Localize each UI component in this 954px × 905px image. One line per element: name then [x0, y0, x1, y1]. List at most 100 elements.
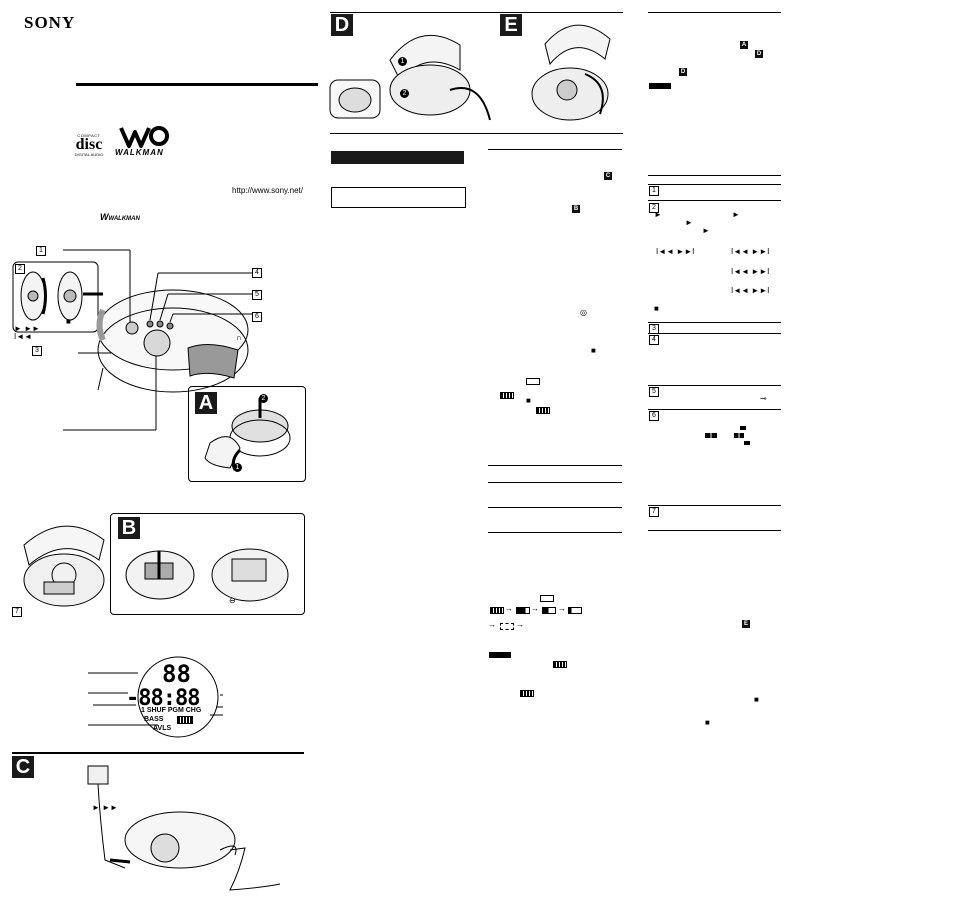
panel-d-top-rule — [330, 12, 623, 13]
arrow-icon-2: → — [531, 604, 539, 613]
battery-2-icon — [542, 607, 556, 614]
battery-icon-1 — [526, 378, 540, 385]
walkman-wordmark: WALKMAN — [115, 148, 164, 157]
battery-icon-4 — [553, 661, 567, 668]
right-callout-5: 5 — [649, 387, 659, 397]
battery-indicator-icon — [177, 716, 193, 724]
right-table-rule-8 — [648, 530, 781, 531]
disc-logo-word: disc — [75, 136, 103, 153]
arrow-icon-5: → — [516, 620, 524, 629]
lcd-indicators: 1 SHUF PGM CHG — [141, 707, 202, 714]
headphone-icon: ∩ — [236, 333, 242, 342]
battery-1-icon — [568, 607, 582, 614]
panel-a-step-2: 2 — [259, 394, 268, 403]
skip-icons-2: I◄◄ ►►I — [731, 247, 770, 256]
mid-col2-rule-3 — [488, 482, 622, 483]
lcd-track: 88 — [162, 660, 191, 688]
lcd-avls: AVLS — [153, 725, 172, 732]
right-callout-4: 4 — [649, 335, 659, 345]
right-callout-6: 6 — [649, 411, 659, 421]
stop-symbol-2: ■ — [526, 396, 531, 405]
battery-empty-icon — [540, 595, 554, 602]
arrow-icon-3: → — [558, 604, 566, 613]
ref-d-badge-1: D — [755, 50, 763, 58]
right-top-rule — [648, 12, 781, 13]
panel-b-box — [110, 513, 305, 615]
callout-4: 4 — [252, 268, 262, 278]
play-next-label: ► ►► — [14, 324, 40, 333]
skip-icons-1: I◄◄ ►►I — [656, 247, 695, 256]
right-callout-1: 1 — [649, 186, 659, 196]
right-table-rule-4 — [648, 333, 781, 334]
prev-label: I◄◄ — [14, 332, 33, 341]
play-icon-1: ► — [654, 210, 662, 219]
panel-c-letter: C — [12, 756, 34, 778]
minus-terminal-icon: ⊖ — [229, 596, 236, 605]
right-callout-2: 2 — [649, 203, 659, 213]
callout-5: 5 — [252, 290, 262, 300]
right-table-rule-5 — [648, 385, 781, 386]
compact-disc-logo: COMPACT disc DIGITAL AUDIO — [73, 133, 105, 159]
panel-a-box — [188, 386, 306, 482]
callout-3: 3 — [32, 346, 42, 356]
play-icon-3: ► — [685, 218, 693, 227]
stop-icon-right: ■ — [654, 304, 659, 313]
stop-symbol-1: ■ — [591, 346, 596, 355]
battery-3-icon — [516, 607, 530, 614]
walkman-w-icon — [119, 126, 169, 148]
panel-e-illustration — [531, 24, 611, 121]
panel-d-step-2: 2 — [400, 89, 409, 98]
level-icon-2 — [734, 433, 744, 438]
ref-b-badge: B — [572, 205, 580, 213]
lcd-display-outline — [88, 656, 223, 738]
title-rule — [76, 83, 318, 86]
mid-col2-rule-1 — [488, 149, 622, 150]
right-callout-7: 7 — [649, 507, 659, 517]
lcd-bass: BASS — [144, 716, 164, 723]
arrow-icon-1: → — [505, 604, 513, 613]
panel-d-letter: D — [331, 14, 353, 36]
panel-c-rule — [12, 752, 304, 754]
battery-icon-3 — [536, 407, 550, 414]
panel-a-illustration — [204, 398, 291, 471]
ref-a-badge: A — [740, 41, 748, 49]
small-walkman-logo: WWALKMAN — [100, 212, 140, 222]
panel-a-letter: A — [195, 392, 217, 414]
mid-col2-rule-2 — [488, 465, 622, 466]
skip-icons-3: I◄◄ ►►I — [731, 267, 770, 276]
panel-b-letter: B — [118, 517, 140, 539]
disc-logo-bottom: DIGITAL AUDIO — [74, 152, 104, 157]
sony-logo: SONY — [24, 13, 76, 32]
open-player-illustration — [23, 525, 105, 607]
ref-d-badge-2: D — [679, 68, 687, 76]
middle-divider-rule — [330, 133, 623, 134]
battery-flash-icon — [500, 623, 514, 630]
callout-7: 7 — [12, 607, 22, 617]
ref-e-badge: E — [742, 620, 750, 628]
level-icon-1 — [705, 433, 717, 438]
callout-1: 1 — [36, 246, 46, 256]
panel-a-step-1: 1 — [233, 463, 242, 472]
arrow-icon-4: → — [488, 620, 496, 629]
disc-symbol-icon: ◎ — [580, 308, 587, 317]
panel-c-illustration — [87, 765, 281, 891]
right-table-rule-7 — [648, 505, 781, 506]
battery-icon-5 — [520, 690, 534, 697]
panel-d-step-1: 1 — [398, 57, 407, 66]
section-heading-bar — [331, 151, 464, 164]
sony-url[interactable]: http://www.sony.net/ — [232, 186, 303, 195]
section-info-box — [331, 187, 466, 208]
right-table-rule-top — [648, 175, 781, 176]
panel-e-letter: E — [500, 14, 522, 36]
note-tag-2 — [649, 83, 671, 89]
right-table-rule-2 — [648, 200, 781, 201]
right-table-rule-1 — [648, 184, 781, 185]
mid-col2-rule-5 — [488, 532, 622, 533]
right-table-rule-3 — [648, 322, 781, 323]
stop-icon-right-2: ■ — [754, 695, 759, 704]
level-icon-3 — [740, 426, 746, 430]
panel-d-illustration — [329, 34, 491, 121]
play-icon-4: ► — [702, 226, 710, 235]
stop-label: ■ — [66, 317, 71, 326]
skip-icons-4: I◄◄ ►►I — [731, 286, 770, 295]
